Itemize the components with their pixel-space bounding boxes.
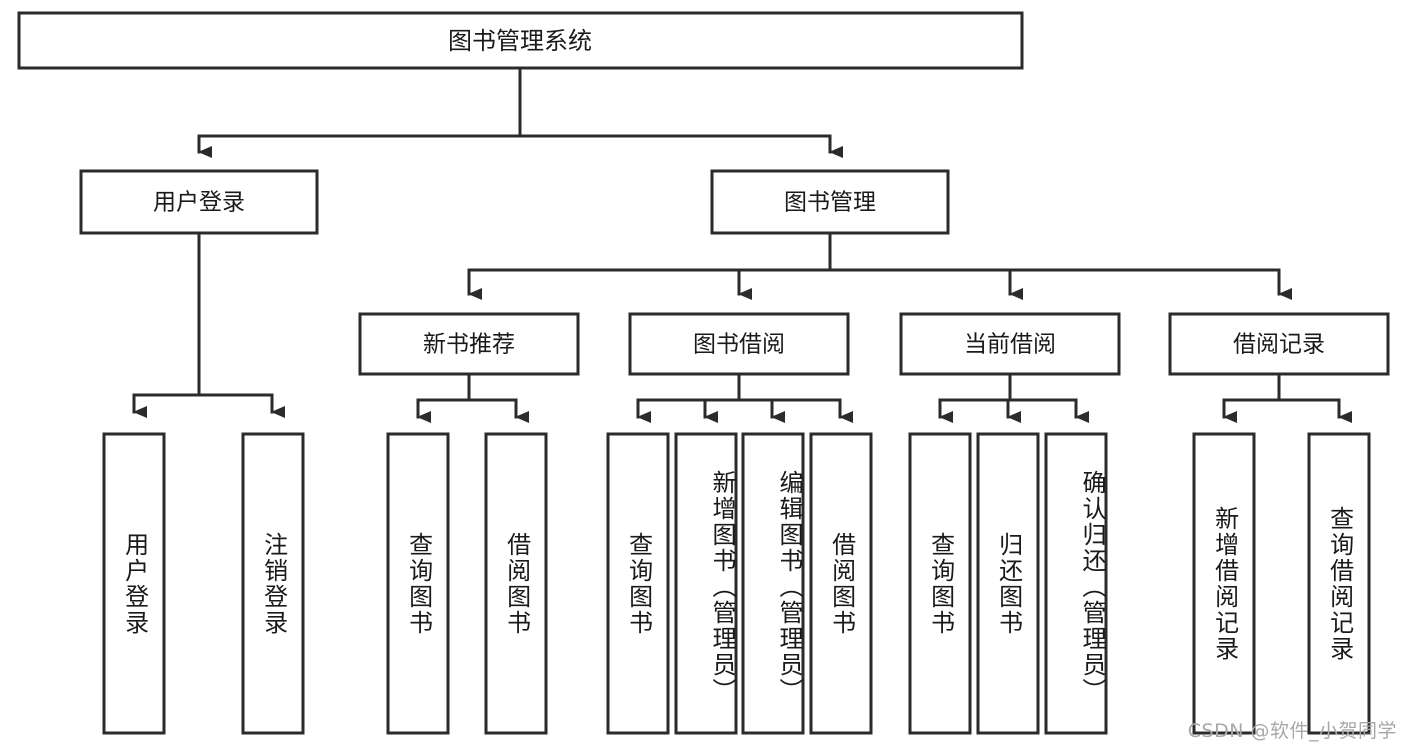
node-book-management[interactable]: 图书管理 bbox=[710, 169, 950, 235]
node-user-login-label: 用户登录 bbox=[153, 190, 245, 216]
node-root-label: 图书管理系统 bbox=[448, 27, 592, 55]
connector-borrow-record-to-leaves bbox=[1222, 372, 1352, 423]
node-book-borrow-label: 图书借阅 bbox=[693, 332, 785, 358]
leaf-box-confirm-return-admin[interactable] bbox=[1044, 432, 1108, 735]
connector-new-book-recommend-to-leaves bbox=[416, 372, 529, 423]
node-book-borrow[interactable]: 图书借阅 bbox=[628, 312, 850, 376]
connector-book-borrow-to-leaves bbox=[636, 372, 853, 423]
watermark-text: CSDN @软件_小贺同学 bbox=[1187, 720, 1397, 742]
connector-book-management-to-level3 bbox=[467, 231, 1292, 300]
node-borrow-record[interactable]: 借阅记录 bbox=[1168, 312, 1390, 376]
leaf-box-return-book[interactable] bbox=[976, 432, 1040, 735]
leaf-box-borrow-book[interactable] bbox=[809, 432, 873, 735]
node-borrow-record-label: 借阅记录 bbox=[1233, 332, 1325, 358]
leaf-box-borrow-book-recommend[interactable] bbox=[484, 432, 548, 735]
node-book-management-label: 图书管理 bbox=[784, 190, 876, 216]
node-new-book-recommend[interactable]: 新书推荐 bbox=[358, 312, 580, 376]
node-user-login[interactable]: 用户登录 bbox=[79, 169, 319, 235]
leaf-box-add-borrow-record[interactable] bbox=[1192, 432, 1256, 735]
leaf-box-query-book-borrow[interactable] bbox=[606, 432, 670, 735]
node-new-book-recommend-label: 新书推荐 bbox=[423, 332, 515, 358]
connector-current-borrow-to-leaves bbox=[938, 372, 1089, 423]
connector-root-to-level2 bbox=[197, 66, 843, 158]
connector-user-login-to-leaves bbox=[132, 231, 285, 418]
leaf-box-edit-book-admin[interactable] bbox=[741, 432, 805, 735]
node-current-borrow[interactable]: 当前借阅 bbox=[899, 312, 1121, 376]
leaf-box-logout[interactable] bbox=[241, 432, 305, 735]
leaf-box-add-book-admin[interactable] bbox=[674, 432, 738, 735]
node-root[interactable]: 图书管理系统 bbox=[17, 11, 1024, 70]
leaf-box-user-login[interactable] bbox=[102, 432, 166, 735]
node-current-borrow-label: 当前借阅 bbox=[964, 332, 1056, 358]
leaf-box-query-book-current[interactable] bbox=[908, 432, 972, 735]
leaf-box-query-borrow-record[interactable] bbox=[1307, 432, 1371, 735]
leaf-box-query-book-recommend[interactable] bbox=[386, 432, 450, 735]
